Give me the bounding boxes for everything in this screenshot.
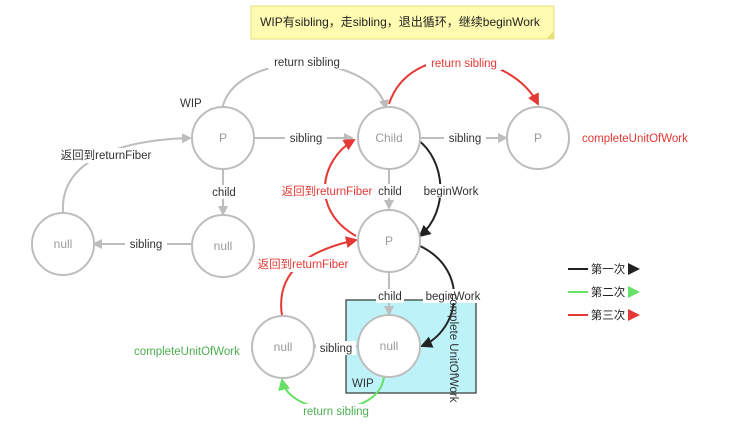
label-sibling-child-p: sibling — [449, 133, 482, 145]
node-child: Child — [357, 106, 421, 170]
legend-label-third: 第三次 — [591, 308, 626, 322]
label-begin-work-2: beginWork — [426, 291, 481, 303]
label-wip-bottom: WIP — [352, 378, 374, 390]
node-p-right: P — [506, 106, 570, 170]
node-null-wip: null — [357, 314, 421, 378]
node-null-mid: null — [191, 214, 255, 278]
node-p-right-label: P — [534, 131, 542, 145]
node-null-left-label: null — [54, 237, 73, 251]
node-p-top-label: P — [219, 131, 227, 145]
edge-return-sibling-gray — [221, 63, 389, 111]
node-null-wip-label: null — [380, 339, 399, 353]
note-fold — [546, 31, 554, 39]
label-complete-left: completeUnitOfWork — [134, 346, 240, 358]
label-sibling-p-child: sibling — [290, 133, 323, 145]
label-return-fiber-left: 返回到returnFiber — [61, 149, 152, 162]
note-box — [250, 5, 555, 40]
label-child-p-null: child — [212, 187, 236, 199]
label-child-child-p: child — [378, 186, 402, 198]
label-return-sibling-gray: return sibling — [274, 57, 340, 69]
node-null-left: null — [31, 212, 95, 276]
label-return-fiber-red1: 返回到returnFiber — [282, 185, 373, 198]
node-p-center-label: P — [385, 234, 393, 248]
label-sibling-bottom: sibling — [320, 343, 353, 355]
node-null-mid-label: null — [214, 239, 233, 253]
node-null-bottom-left: null — [251, 315, 315, 379]
label-child-p-null-bottom: child — [378, 291, 402, 303]
node-child-label: Child — [375, 131, 402, 145]
legend-label-second: 第二次 — [591, 285, 626, 299]
node-p-top: P — [191, 106, 255, 170]
label-wip-top: WIP — [180, 98, 202, 110]
label-return-sibling-red: return sibling — [431, 58, 497, 70]
label-sibling-null-null: sibling — [130, 239, 163, 251]
label-return-fiber-red2: 返回到returnFiber — [258, 258, 349, 271]
legend: 第一次 第二次 第三次 — [568, 261, 640, 322]
label-begin-work-1: beginWork — [424, 186, 479, 198]
label-complete-right: completeUnitOfWork — [582, 133, 688, 145]
node-null-bottom-left-label: null — [274, 340, 293, 354]
legend-label-first: 第一次 — [591, 262, 626, 276]
label-return-sibling-green: return sibling — [303, 406, 369, 418]
label-complete-vertical: complete UnitOfWork — [447, 293, 459, 402]
edge-return-fiber-red2 — [280, 236, 358, 317]
note-text: WIP有sibling，走sibling，退出循环，继续beginWork — [260, 15, 541, 29]
node-p-center: P — [357, 209, 421, 273]
